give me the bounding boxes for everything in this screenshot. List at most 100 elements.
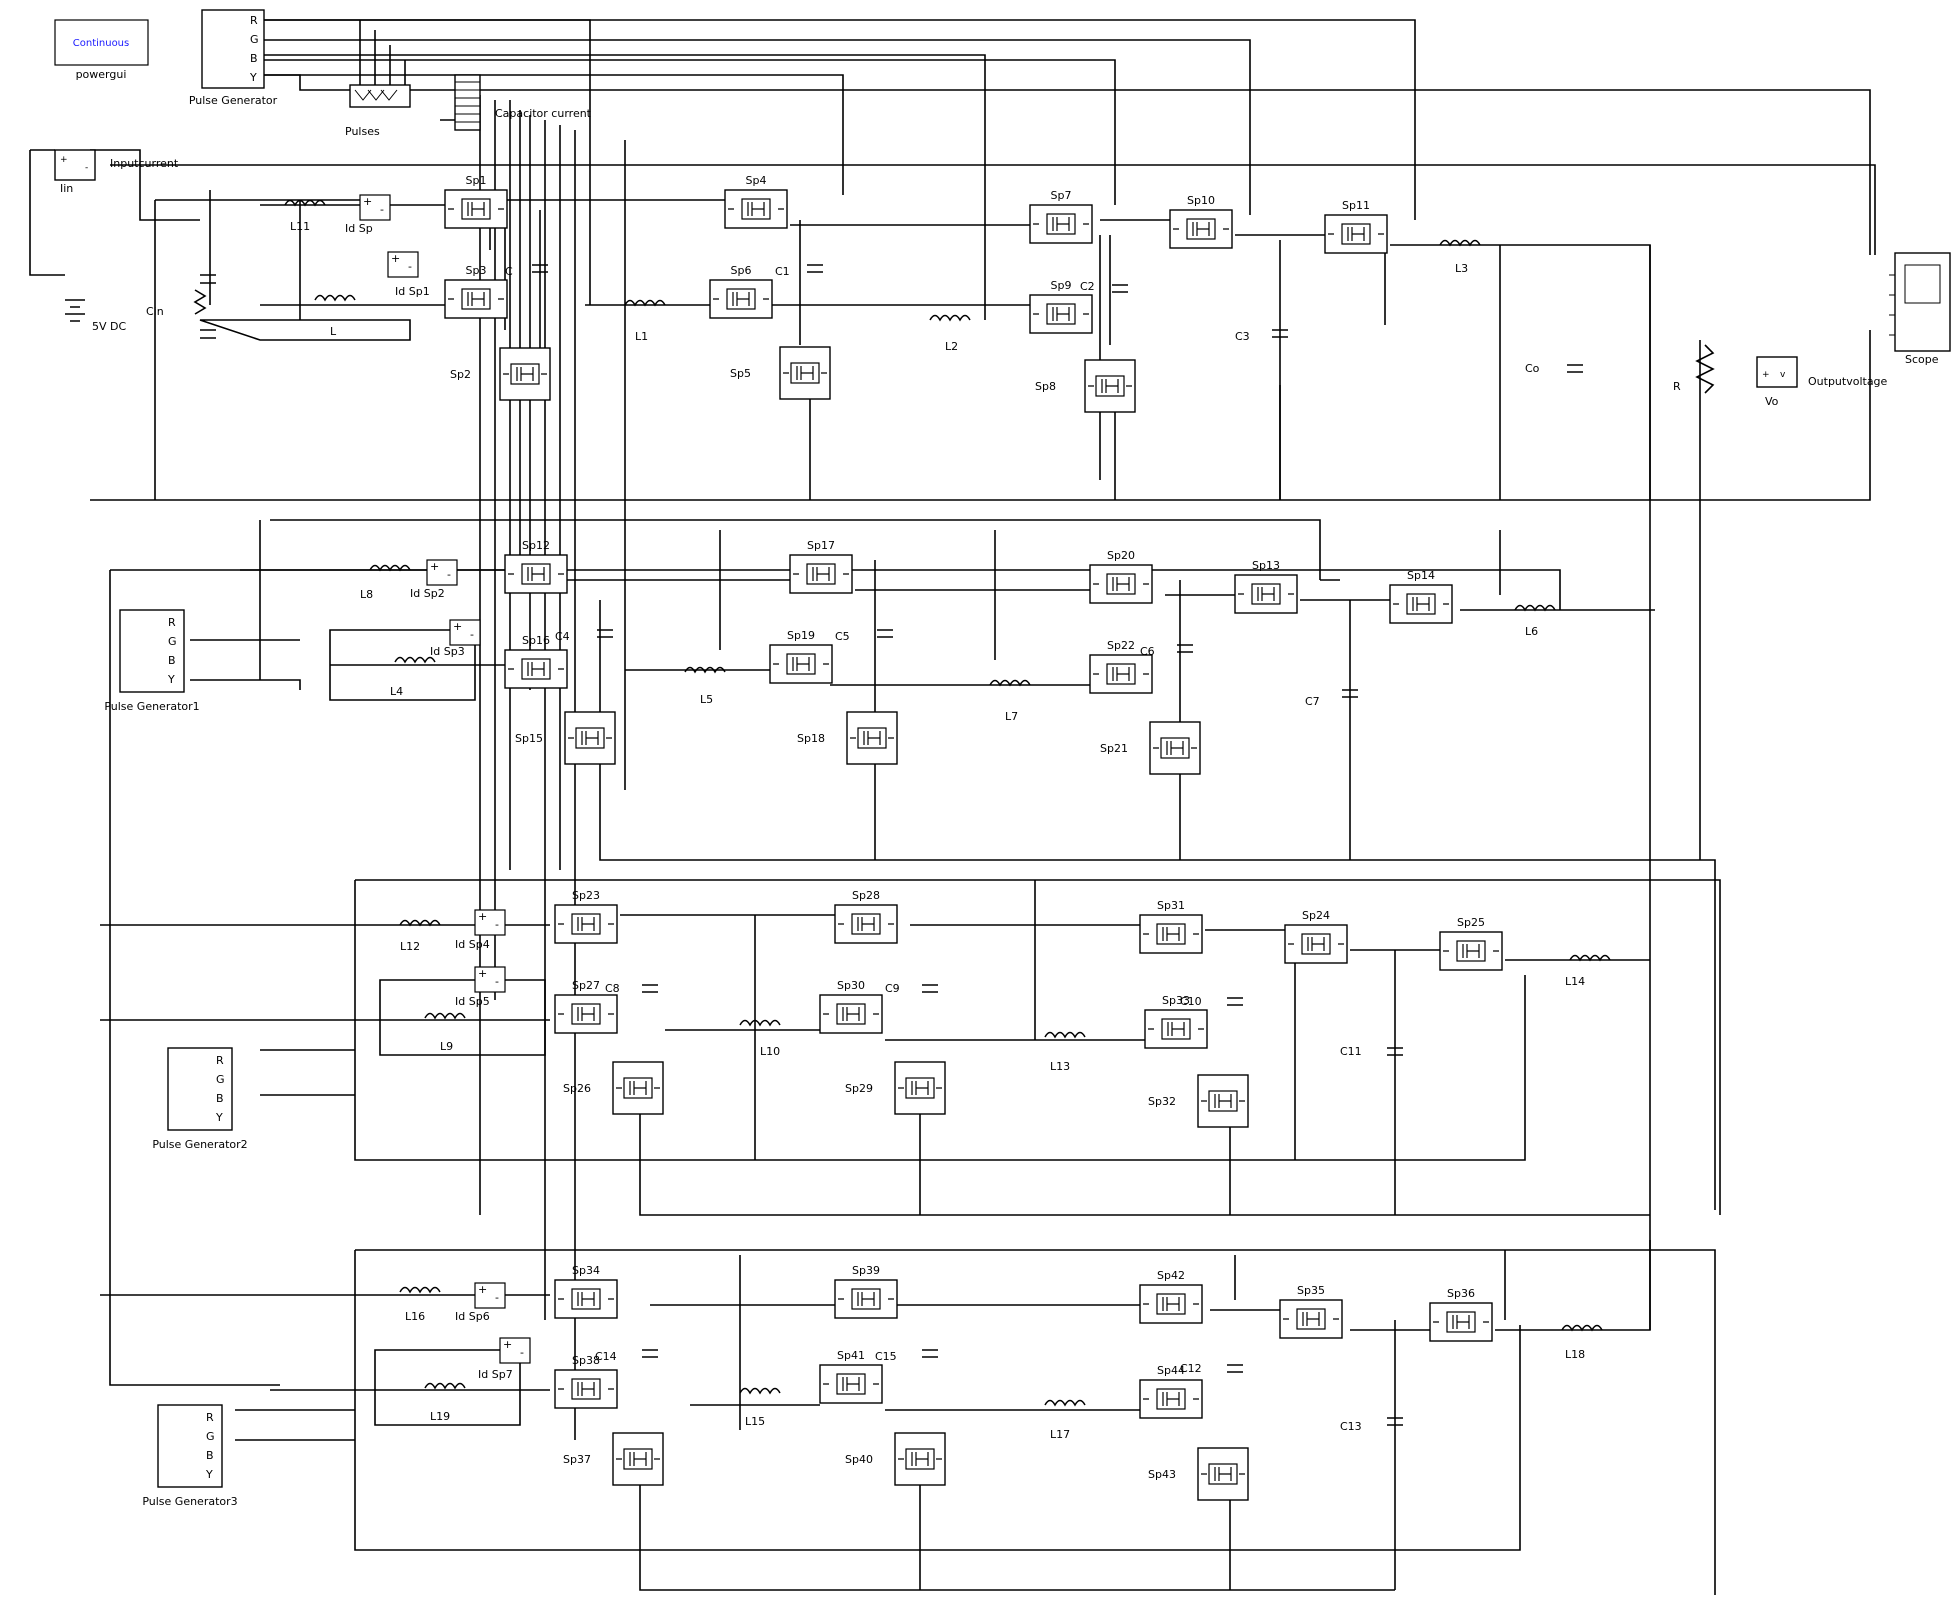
capacitor-c3[interactable]: C3 xyxy=(1235,329,1288,343)
switch-sp19[interactable]: Sp19 xyxy=(769,629,833,684)
switch-sp21[interactable]: Sp21 xyxy=(1100,721,1201,775)
current-meter-id-sp5[interactable]: +-Id Sp5 xyxy=(455,966,506,1008)
current-meter-id-sp6[interactable]: +-Id Sp6 xyxy=(455,1282,506,1323)
capacitor-c13[interactable]: C13 xyxy=(1340,1417,1403,1433)
current-meter-id-sp[interactable]: +-Id Sp xyxy=(345,194,391,235)
inductor-l[interactable]: L xyxy=(314,294,356,339)
switch-sp18[interactable]: Sp18 xyxy=(797,711,898,765)
inductor-l19[interactable]: L19 xyxy=(424,1382,466,1424)
inductor-l12[interactable]: L12 xyxy=(399,919,441,954)
switch-sp31[interactable]: Sp31 xyxy=(1139,899,1203,954)
switch-sp37[interactable]: Sp37 xyxy=(563,1432,664,1486)
switch-sp40[interactable]: Sp40 xyxy=(845,1432,946,1486)
switch-sp2[interactable]: Sp2 xyxy=(450,347,551,401)
inductor-l11[interactable]: L11 xyxy=(284,199,326,234)
switch-sp25[interactable]: Sp25 xyxy=(1439,916,1503,971)
switch-sp41[interactable]: Sp41 xyxy=(819,1349,883,1404)
current-meter-id-sp2[interactable]: +-Id Sp2 xyxy=(410,559,458,600)
capacitor-c4[interactable]: C4 xyxy=(555,629,613,643)
switch-sp38[interactable]: Sp38 xyxy=(554,1354,618,1409)
inductor-l2[interactable]: L2 xyxy=(929,314,971,354)
inductor-l14[interactable]: L14 xyxy=(1565,954,1611,989)
switch-sp22[interactable]: Sp22 xyxy=(1089,639,1153,694)
capacitor-c14[interactable]: C14 xyxy=(595,1349,658,1363)
switch-sp6[interactable]: Sp6 xyxy=(709,264,773,319)
switch-sp17[interactable]: Sp17 xyxy=(789,539,853,594)
scope-block[interactable]: Scope xyxy=(1889,252,1951,366)
switch-sp32[interactable]: Sp32 xyxy=(1148,1074,1249,1128)
current-meter-id-sp3[interactable]: +-Id Sp3 xyxy=(430,619,481,658)
capacitor-co[interactable]: Co xyxy=(1525,362,1583,375)
switch-sp24[interactable]: Sp24 xyxy=(1284,909,1348,964)
switch-sp14[interactable]: Sp14 xyxy=(1389,569,1453,624)
capacitor-c8[interactable]: C8 xyxy=(605,982,658,995)
inductor-l4[interactable]: L4 xyxy=(390,656,436,699)
capacitor-c6[interactable]: C6 xyxy=(1140,644,1193,658)
capacitor-c[interactable]: C xyxy=(505,264,548,278)
capacitor-c7[interactable]: C7 xyxy=(1305,689,1358,708)
inductor-l3[interactable]: L3 xyxy=(1439,239,1481,276)
inductor-l17[interactable]: L17 xyxy=(1044,1399,1086,1442)
switch-sp11[interactable]: Sp11 xyxy=(1324,199,1388,254)
switch-sp5[interactable]: Sp5 xyxy=(730,346,831,400)
inductor-l8[interactable]: L8 xyxy=(360,564,411,602)
switch-sp15[interactable]: Sp15 xyxy=(515,711,616,765)
switch-sp33[interactable]: Sp33 xyxy=(1144,994,1208,1049)
inductor-l6[interactable]: L6 xyxy=(1514,604,1556,639)
switch-sp3[interactable]: Sp3 xyxy=(444,264,508,319)
capacitor-c11[interactable]: C11 xyxy=(1340,1045,1403,1058)
capacitor-c1[interactable]: C1 xyxy=(775,264,823,278)
switch-sp7[interactable]: Sp7 xyxy=(1029,189,1093,244)
inductor-l9[interactable]: L9 xyxy=(424,1012,466,1054)
switch-sp44[interactable]: Sp44 xyxy=(1139,1364,1203,1419)
inductor-l15[interactable]: L15 xyxy=(739,1387,781,1429)
switch-sp10[interactable]: Sp10 xyxy=(1169,194,1233,249)
switch-sp35[interactable]: Sp35 xyxy=(1279,1284,1343,1339)
capacitor-c10[interactable]: C10 xyxy=(1180,995,1243,1008)
switch-sp42[interactable]: Sp42 xyxy=(1139,1269,1203,1324)
switch-sp20[interactable]: Sp20 xyxy=(1089,549,1153,604)
inductor-l18[interactable]: L18 xyxy=(1561,1324,1603,1362)
load-resistor[interactable]: R xyxy=(1673,344,1715,394)
inductor-l13[interactable]: L13 xyxy=(1044,1031,1086,1074)
switch-sp9[interactable]: Sp9 xyxy=(1029,279,1093,334)
switch-sp12[interactable]: Sp12 xyxy=(504,539,568,594)
capacitor-c15[interactable]: C15 xyxy=(875,1349,938,1363)
inductor-l7[interactable]: L7 xyxy=(989,679,1031,724)
switch-sp34[interactable]: Sp34 xyxy=(554,1264,618,1319)
switch-sp16[interactable]: Sp16 xyxy=(504,634,568,689)
capacitor-c12[interactable]: C12 xyxy=(1180,1362,1243,1375)
switch-sp1[interactable]: Sp1 xyxy=(444,174,508,229)
inductor-l1[interactable]: L1 xyxy=(624,299,666,344)
switch-sp39[interactable]: Sp39 xyxy=(834,1264,898,1319)
inductor-l10[interactable]: L10 xyxy=(739,1019,781,1059)
switch-sp27[interactable]: Sp27 xyxy=(554,979,618,1034)
switch-sp23[interactable]: Sp23 xyxy=(554,889,618,944)
switch-sp4[interactable]: Sp4 xyxy=(724,174,788,229)
inductor-l16[interactable]: L16 xyxy=(399,1286,441,1324)
inductor-l5[interactable]: L5 xyxy=(684,666,726,707)
capacitor-current-mux[interactable]: Capacitor current xyxy=(454,74,592,131)
switch-sp30[interactable]: Sp30 xyxy=(819,979,883,1034)
pulse-generator-block[interactable]: R G B Y Pulse Generator xyxy=(189,9,278,107)
current-meter-id-sp7[interactable]: +-Id Sp7 xyxy=(478,1337,531,1381)
switch-sp36[interactable]: Sp36 xyxy=(1429,1287,1493,1342)
powergui-block[interactable]: Continuous powergui xyxy=(54,19,149,81)
switch-sp28[interactable]: Sp28 xyxy=(834,889,898,944)
capacitor-c2[interactable]: C2 xyxy=(1080,280,1128,293)
switch-sp43[interactable]: Sp43 xyxy=(1148,1447,1249,1501)
input-capacitor-cin[interactable]: Cin xyxy=(146,274,216,339)
input-current-meter[interactable]: + - Iin Inputcurrent xyxy=(54,149,179,195)
capacitor-c9[interactable]: C9 xyxy=(885,982,938,995)
switch-sp13[interactable]: Sp13 xyxy=(1234,559,1298,614)
current-meter-id-sp1[interactable]: +-Id Sp1 xyxy=(387,251,430,298)
pulses-mux[interactable]: Pulses xyxy=(345,84,411,138)
current-meter-id-sp4[interactable]: +-Id Sp4 xyxy=(455,909,506,951)
dc-source-5v[interactable]: 5V DC xyxy=(65,299,126,333)
switch-sp26[interactable]: Sp26 xyxy=(563,1061,664,1115)
capacitor-c5[interactable]: C5 xyxy=(835,629,893,643)
